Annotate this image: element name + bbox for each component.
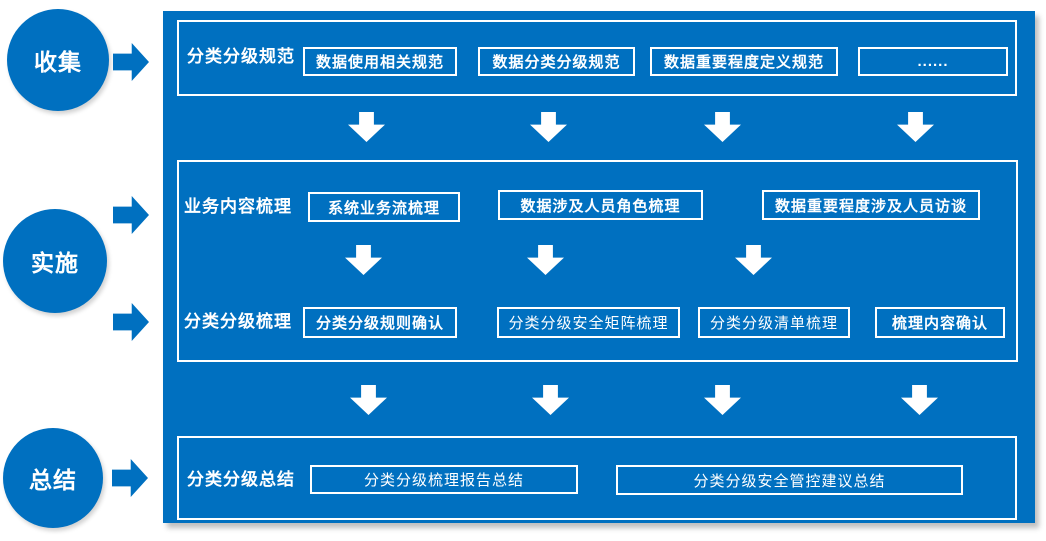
business-item: 数据涉及人员角色梳理 [498,190,703,220]
stage-label-summarize: 总结 [29,467,77,493]
spec-item-more: ...... [858,47,1008,76]
down-arrow-icon [530,112,567,142]
stage-circle-summarize: 总结 [3,428,103,528]
section-spec [177,20,1017,96]
down-arrow-icon [704,112,741,142]
right-arrow-icon [113,43,149,81]
right-arrow-icon [113,196,149,234]
business-item: 系统业务流梳理 [308,192,460,222]
section-summary [177,436,1017,520]
row-label-summary: 分类分级总结 [187,470,295,489]
down-arrow-icon [901,385,938,415]
down-arrow-icon [348,112,385,142]
row-label-sorting: 分类分级梳理 [184,312,292,331]
down-arrow-icon [897,112,934,142]
section-middle [177,160,1018,362]
down-arrow-icon [350,385,387,415]
stage-label-implement: 实施 [31,250,79,276]
sorting-item: 分类分级安全矩阵梳理 [497,307,680,338]
stage-label-collect: 收集 [34,49,82,75]
down-arrow-icon [532,385,569,415]
sorting-item: 分类分级清单梳理 [698,307,850,338]
right-arrow-icon [113,303,149,341]
down-arrow-icon [704,385,741,415]
business-item: 数据重要程度涉及人员访谈 [762,190,980,220]
summary-item: 分类分级梳理报告总结 [310,465,578,494]
spec-item: 数据使用相关规范 [303,47,457,76]
summary-item: 分类分级安全管控建议总结 [616,465,963,495]
spec-item: 数据分类分级规范 [478,47,635,76]
sorting-item: 分类分级规则确认 [303,307,457,338]
stage-circle-collect: 收集 [7,9,109,111]
right-arrow-icon [112,459,148,497]
stage-circle-implement: 实施 [3,209,107,313]
row-label-spec: 分类分级规范 [187,47,295,66]
row-label-business: 业务内容梳理 [184,197,292,216]
spec-item: 数据重要程度定义规范 [650,47,838,76]
process-panel: 分类分级规范 数据使用相关规范 数据分类分级规范 数据重要程度定义规范 ....… [163,11,1035,523]
sorting-item: 梳理内容确认 [875,307,1005,338]
